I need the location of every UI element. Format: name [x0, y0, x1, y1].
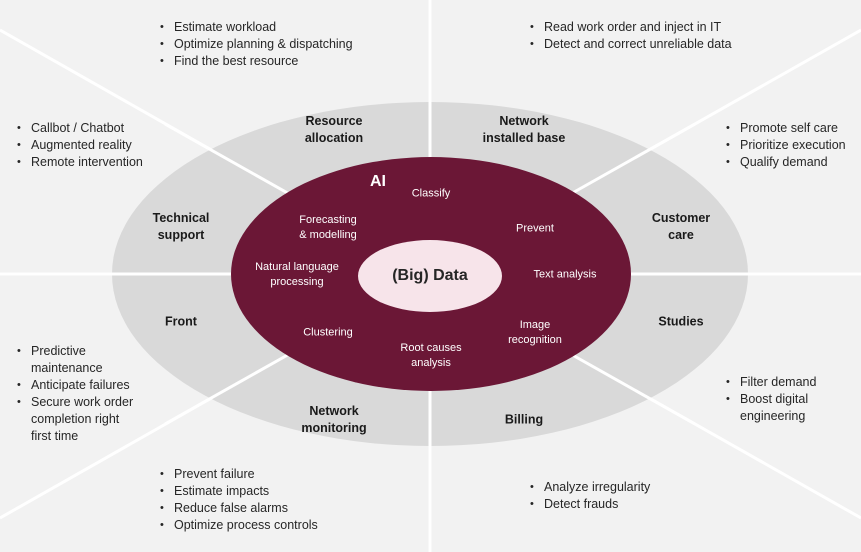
segment-resource-allocation: Resource allocation: [304, 114, 364, 145]
segment-front: Front: [165, 314, 197, 329]
ring-divider-bl: [164, 346, 301, 426]
ai-item-classify: Classify: [411, 187, 451, 200]
ai-item-root-causes: Root causes analysis: [400, 342, 462, 369]
bullet-item: Filter demand: [724, 374, 849, 391]
segment-studies: Studies: [658, 314, 704, 329]
bullet-item: Estimate impacts: [158, 483, 378, 500]
bullet-item: Predictive maintenance: [15, 343, 140, 377]
bullets-studies: Filter demand Boost digital engineering: [724, 374, 849, 425]
ai-item-text-analysis: Text analysis: [533, 268, 597, 281]
ai-item-clustering: Clustering: [303, 326, 353, 339]
core-ellipse: [358, 240, 502, 312]
bullet-item: Prevent failure: [158, 466, 378, 483]
ai-title: AI: [370, 173, 386, 190]
bullets-network-monitoring: Prevent failure Estimate impacts Reduce …: [158, 466, 378, 534]
bullet-item: Find the best resource: [158, 53, 398, 70]
bullet-item: Anticipate failures: [15, 377, 140, 394]
ring-divider-br: [559, 346, 696, 426]
ring-divider-tr: [559, 122, 696, 202]
bullets-network-installed-base: Read work order and inject in IT Detect …: [528, 19, 743, 53]
segment-network-monitoring: Network monitoring: [301, 404, 367, 435]
bullet-item: Detect and correct unreliable data: [528, 36, 743, 53]
bullets-resource-allocation: Estimate workload Optimize planning & di…: [158, 19, 398, 70]
segment-technical-support: Technical support: [152, 211, 210, 242]
segment-customer-care: Customer care: [651, 211, 711, 242]
bullets-customer-care: Promote self care Prioritize execution Q…: [724, 120, 861, 171]
bullet-item: Estimate workload: [158, 19, 398, 36]
bullet-item: Prioritize execution: [724, 137, 861, 154]
bullets-front: Predictive maintenance Anticipate failur…: [15, 343, 140, 445]
bullet-item: Callbot / Chatbot: [15, 120, 150, 137]
bullets-billing: Analyze irregularity Detect frauds: [528, 479, 728, 513]
segment-billing: Billing: [504, 412, 544, 427]
ai-item-nlp: Natural language processing: [255, 261, 339, 288]
bullet-item: Analyze irregularity: [528, 479, 728, 496]
ai-item-forecasting: Forecasting & modelling: [299, 214, 357, 241]
bullet-item: Boost digital engineering: [724, 391, 849, 425]
ring-dividers: [110, 100, 750, 448]
segment-network-installed-base: Network installed base: [482, 114, 566, 145]
bullet-item: Qualify demand: [724, 154, 861, 171]
bullet-item: Optimize process controls: [158, 517, 378, 534]
bullet-item: Secure work order completion right first…: [15, 394, 140, 445]
bullet-item: Read work order and inject in IT: [528, 19, 743, 36]
core-label: (Big) Data: [392, 267, 468, 284]
ring-divider-tl: [164, 122, 301, 202]
bullet-item: Detect frauds: [528, 496, 728, 513]
bullet-item: Reduce false alarms: [158, 500, 378, 517]
bullet-item: Promote self care: [724, 120, 861, 137]
bullet-item: Augmented reality: [15, 137, 150, 154]
ai-item-image-recognition: Image recognition: [508, 319, 562, 346]
bullet-item: Remote intervention: [15, 154, 150, 171]
ai-item-prevent: Prevent: [516, 222, 554, 235]
bullets-technical-support: Callbot / Chatbot Augmented reality Remo…: [15, 120, 150, 171]
bullet-item: Optimize planning & dispatching: [158, 36, 398, 53]
